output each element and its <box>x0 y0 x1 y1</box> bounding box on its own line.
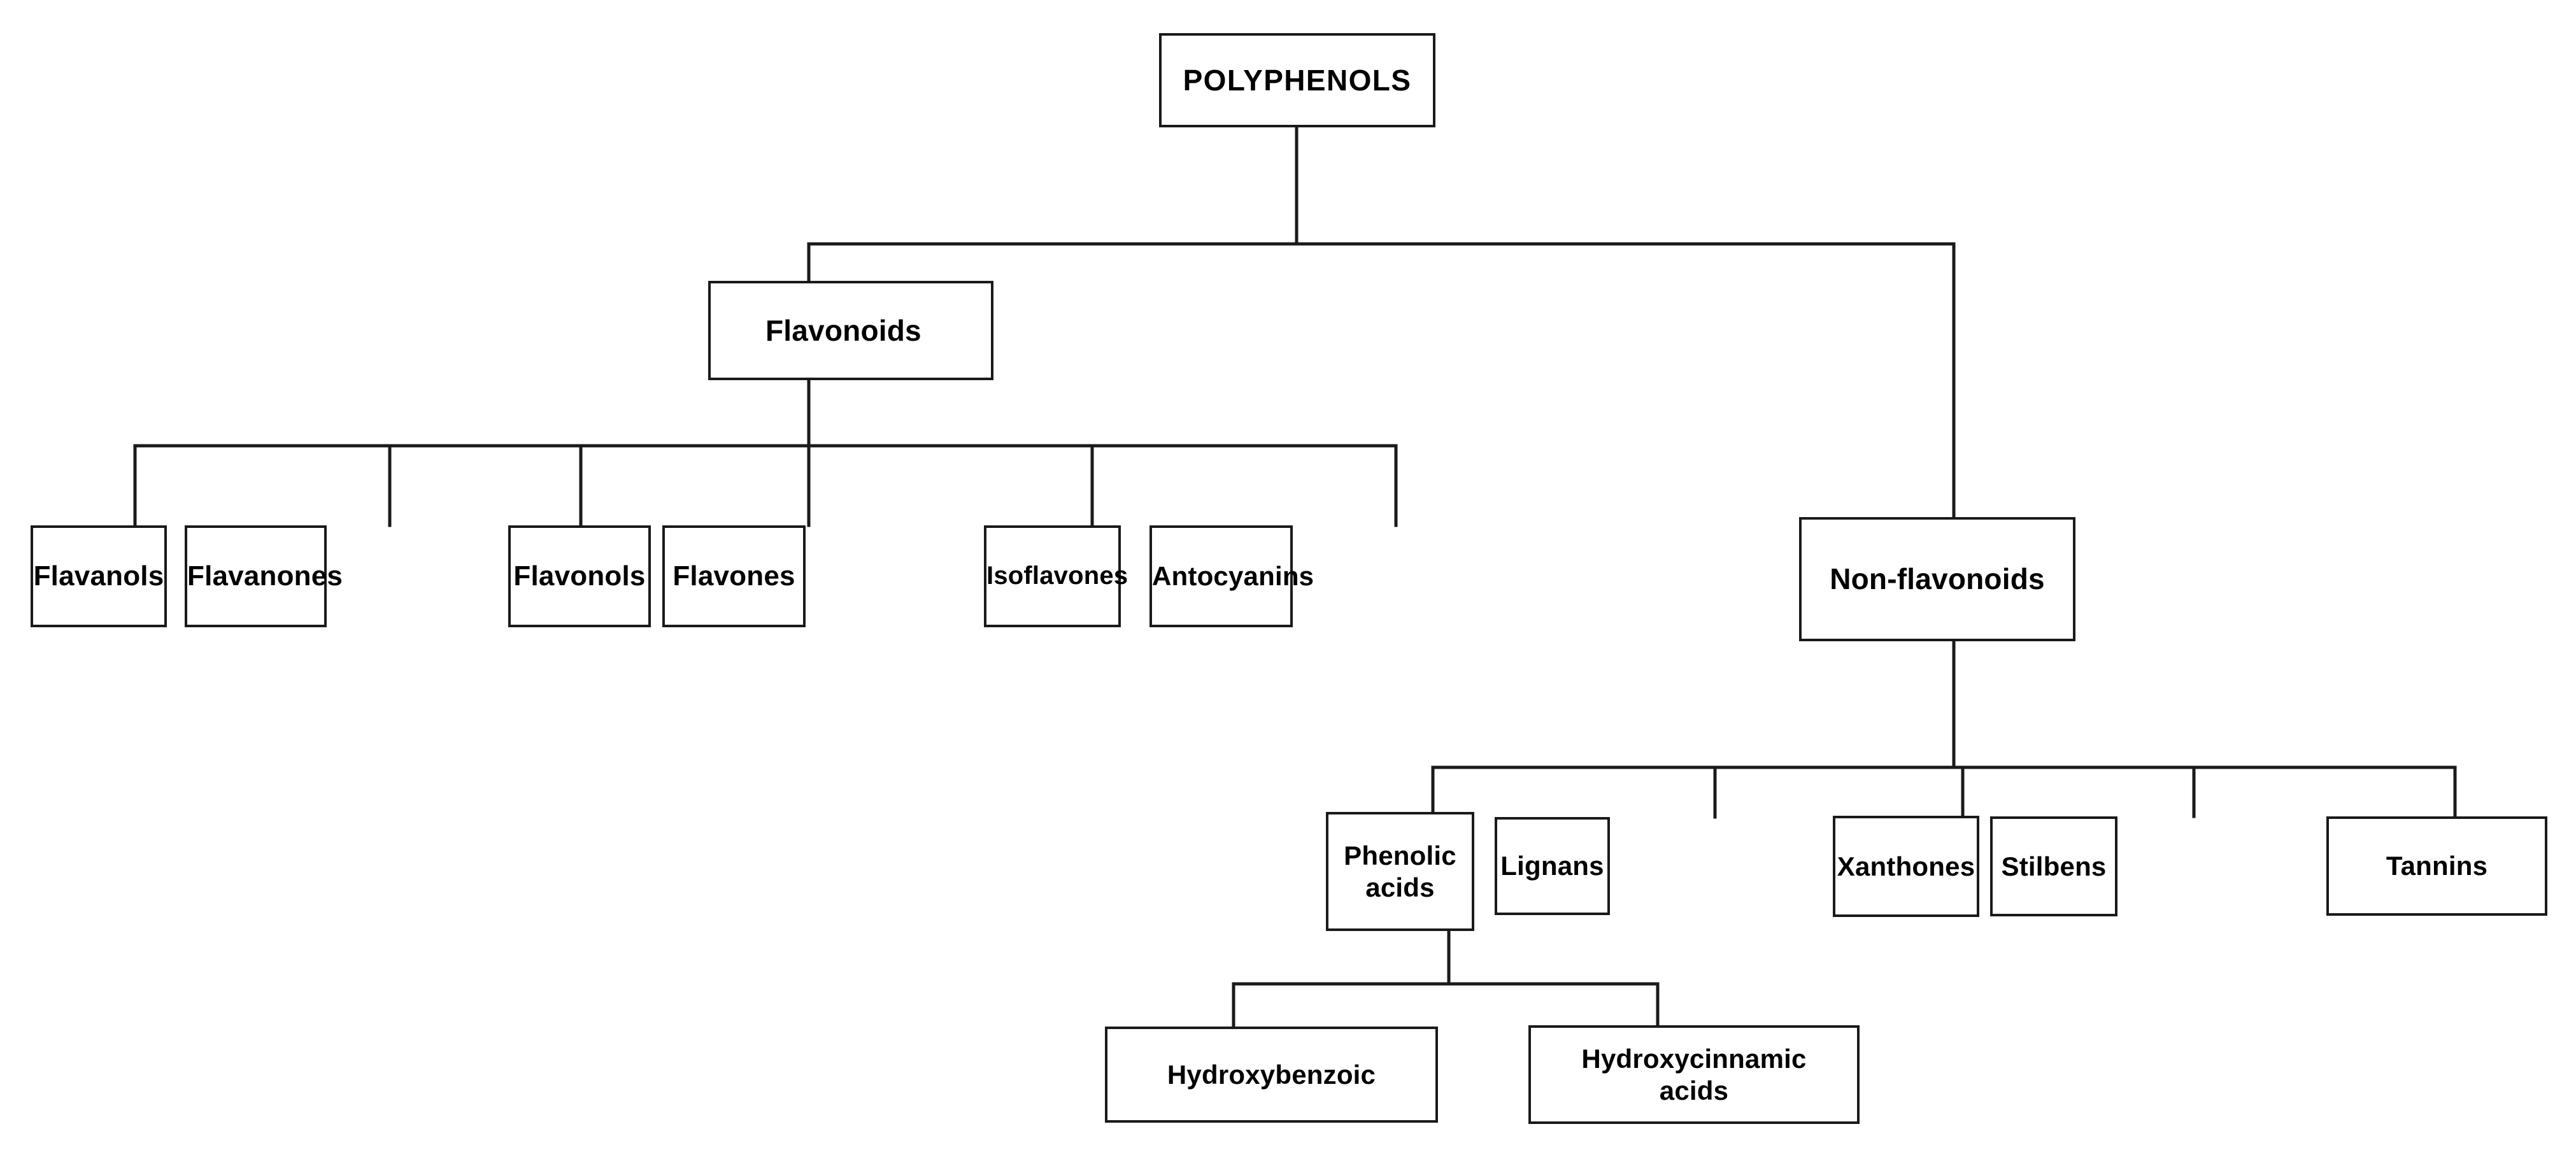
node-label: Stilbens <box>2001 851 2107 881</box>
node-flavones[interactable]: Flavones <box>662 525 806 627</box>
node-label: Xanthones <box>1837 851 1975 881</box>
node-label: Lignans <box>1500 851 1604 881</box>
node-label: Flavanols <box>33 560 164 592</box>
node-label: Hydroxycinnamic acids <box>1581 1043 1807 1105</box>
node-antocyanins[interactable]: Antocyanins <box>1149 525 1314 627</box>
node-label: Flavanones <box>187 560 343 592</box>
node-flavonols[interactable]: Flavonols <box>508 525 651 627</box>
node-label: Flavonols <box>513 560 646 592</box>
node-label: Phenolic acids <box>1344 840 1456 902</box>
node-label: Flavonoids <box>765 313 922 347</box>
node-hydroxybenzoic[interactable]: Hydroxybenzoic <box>1105 1027 1438 1123</box>
node-flavanones[interactable]: Flavanones <box>185 525 343 627</box>
node-stilbens[interactable]: Stilbens <box>1990 816 2117 916</box>
node-label: Hydroxybenzoic <box>1167 1059 1376 1090</box>
node-polyphenols[interactable]: POLYPHENOLS <box>1159 33 1435 127</box>
node-flavonoids[interactable]: Flavonoids <box>708 281 993 380</box>
node-label: POLYPHENOLS <box>1183 63 1412 97</box>
node-tannins[interactable]: Tannins <box>2326 816 2547 916</box>
node-label: Flavones <box>672 560 795 592</box>
node-isoflavones[interactable]: Isoflavones <box>984 525 1128 627</box>
node-hydroxycinnamic-acids[interactable]: Hydroxycinnamic acids <box>1528 1025 1860 1124</box>
node-flavanols[interactable]: Flavanols <box>31 525 167 627</box>
node-xanthones[interactable]: Xanthones <box>1833 816 1979 917</box>
node-non-flavonoids[interactable]: Non-flavonoids <box>1799 517 2075 641</box>
node-label: Isoflavones <box>986 562 1128 590</box>
node-lignans[interactable]: Lignans <box>1495 817 1610 915</box>
node-label: Antocyanins <box>1152 561 1314 592</box>
node-label: Non-flavonoids <box>1830 562 2045 596</box>
node-phenolic-acids[interactable]: Phenolic acids <box>1326 812 1474 931</box>
node-label: Tannins <box>2386 851 2488 881</box>
